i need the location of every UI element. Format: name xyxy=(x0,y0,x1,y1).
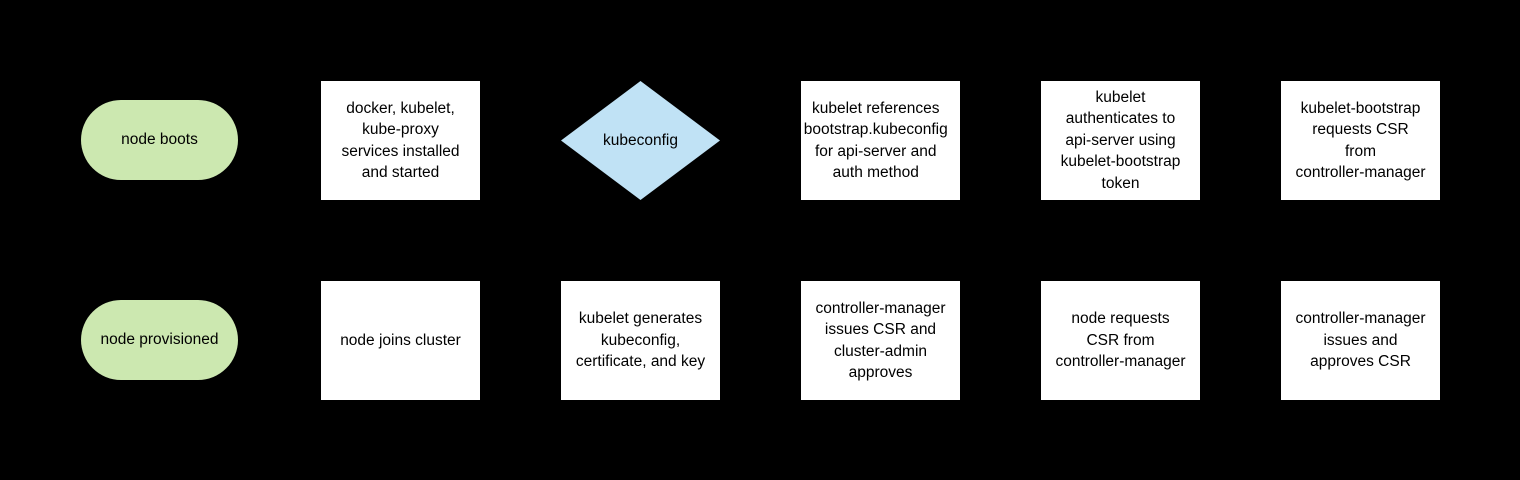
flow-node-label: controller-manager issues CSR and cluste… xyxy=(815,299,946,382)
flow-node-kubelet-generates[interactable]: kubelet generates kubeconfig, certificat… xyxy=(561,281,720,400)
flow-node-node-boots[interactable]: node boots xyxy=(81,100,238,180)
flow-node-label: kubelet generates kubeconfig, certificat… xyxy=(575,310,706,371)
flow-node-label: node boots xyxy=(121,131,198,149)
flow-node-services-installed[interactable]: docker, kubelet, kube-proxy services ins… xyxy=(321,81,480,200)
flow-node-label: kubelet authenticates to api-server usin… xyxy=(1060,88,1181,192)
flow-node-label: docker, kubelet, kube-proxy services ins… xyxy=(341,99,460,182)
flow-node-label: kubelet references bootstrap.kubeconfig … xyxy=(803,99,948,182)
flow-node-label: controller-manager issues and approves C… xyxy=(1295,310,1426,371)
flow-node-node-provisioned[interactable]: node provisioned xyxy=(81,300,238,380)
flow-node-kubelet-references-bootstrap[interactable]: kubelet references bootstrap.kubeconfig … xyxy=(801,81,960,200)
flow-node-label: kubelet-bootstrap requests CSR from cont… xyxy=(1295,99,1426,182)
flow-node-label: node requests CSR from controller-manage… xyxy=(1055,310,1186,371)
flow-node-label: node provisioned xyxy=(100,331,219,349)
flow-node-kubelet-bootstrap-requests-csr[interactable]: kubelet-bootstrap requests CSR from cont… xyxy=(1281,81,1440,200)
flow-node-label: kubeconfig xyxy=(603,131,678,149)
flow-node-node-requests-csr[interactable]: node requests CSR from controller-manage… xyxy=(1041,281,1200,400)
flow-node-controller-manager-issues-csr[interactable]: controller-manager issues CSR and cluste… xyxy=(801,281,960,400)
flow-node-kubelet-authenticates[interactable]: kubelet authenticates to api-server usin… xyxy=(1041,81,1200,200)
flow-node-kubeconfig[interactable]: kubeconfig xyxy=(561,81,720,200)
flow-node-controller-manager-approves[interactable]: controller-manager issues and approves C… xyxy=(1281,281,1440,400)
flow-node-node-joins-cluster[interactable]: node joins cluster xyxy=(321,281,480,400)
flow-node-label: node joins cluster xyxy=(340,331,461,349)
